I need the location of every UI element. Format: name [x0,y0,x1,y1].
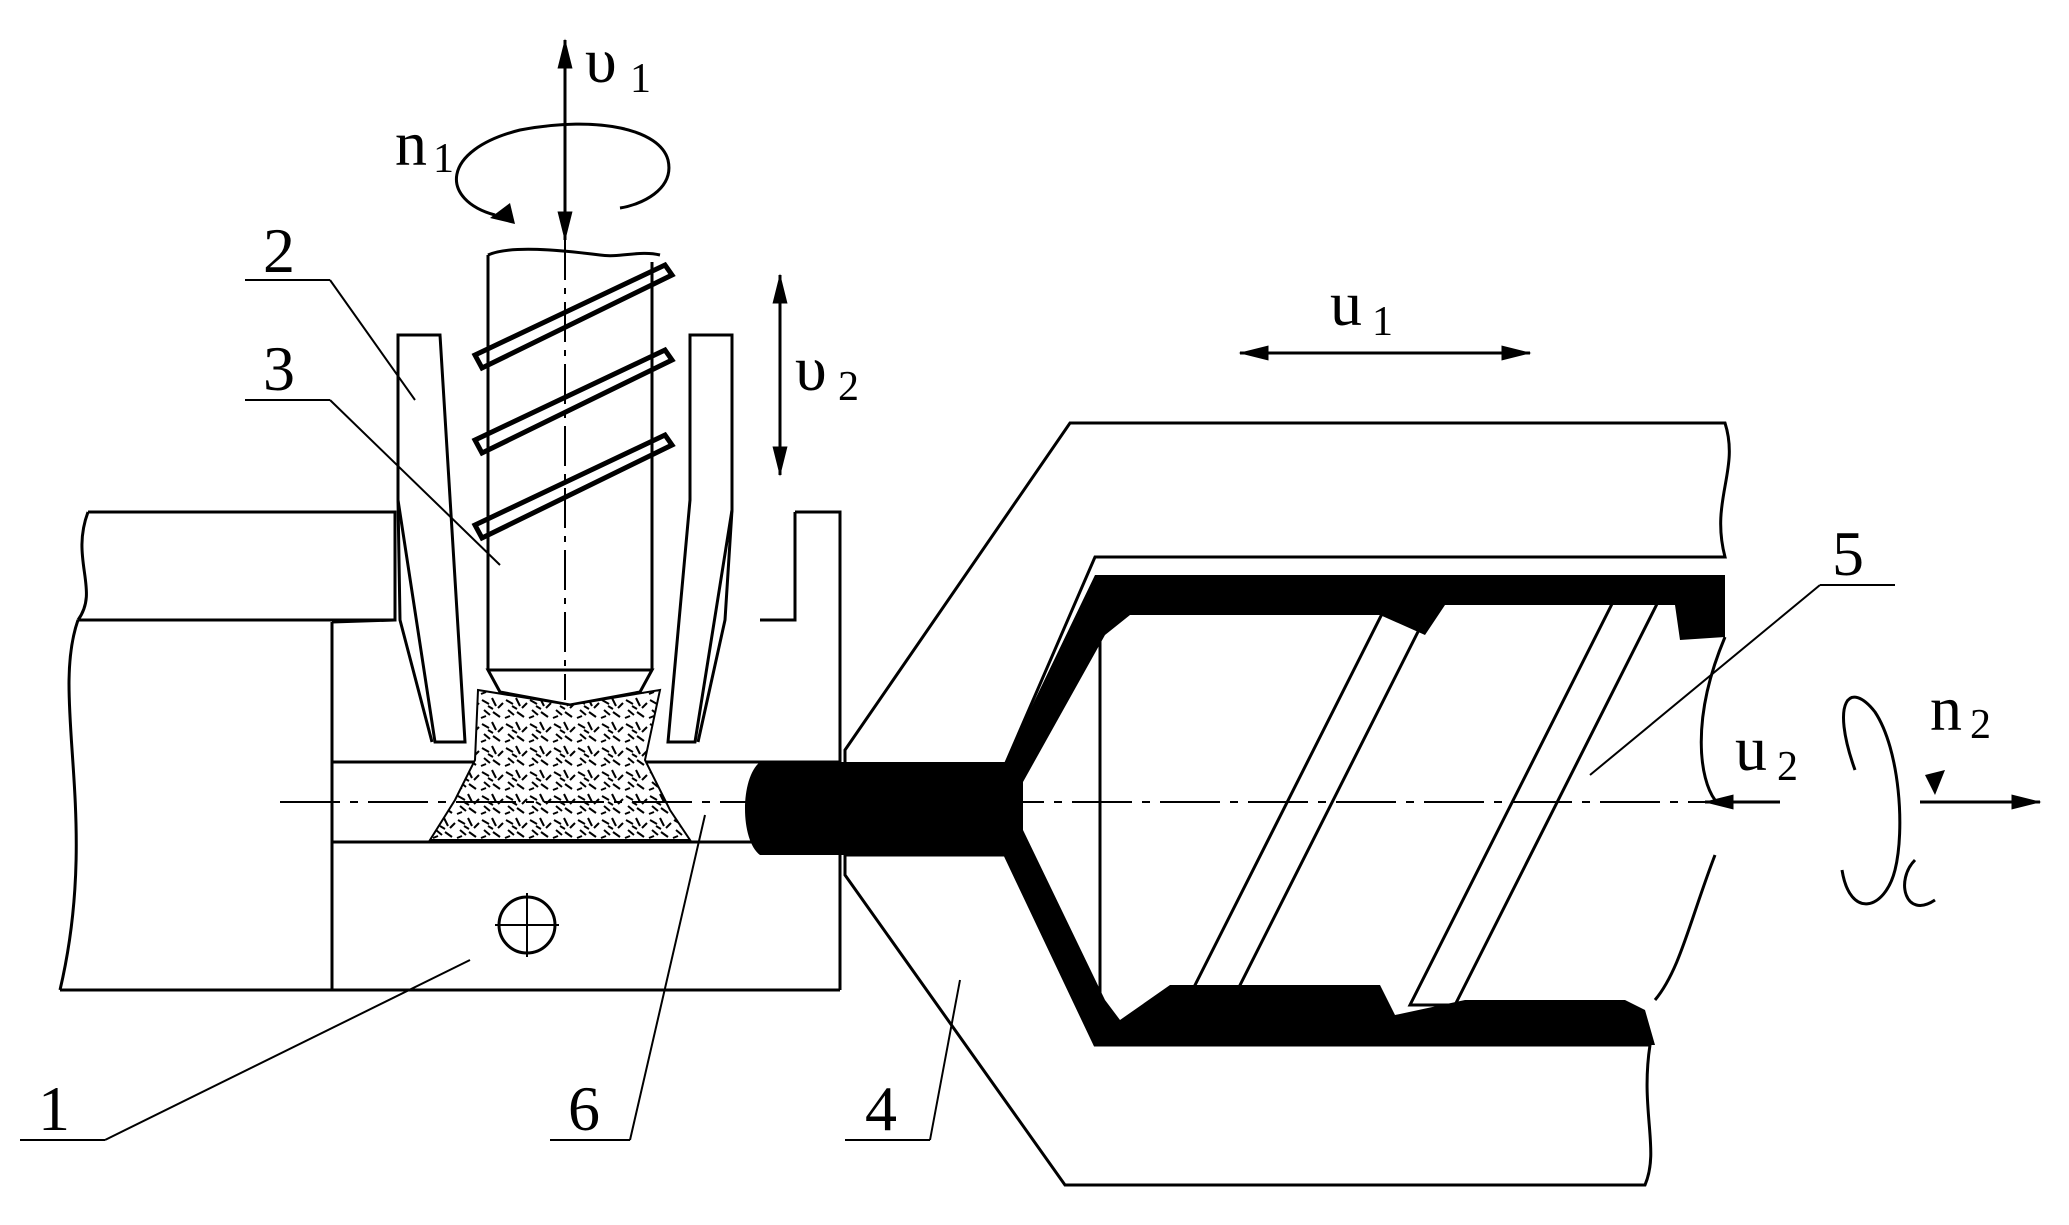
label-1-text: 1 [38,1073,70,1144]
motion-n1: n 1 [395,108,671,224]
n2-subscript: 2 [1970,702,1991,748]
n2-symbol: n [1930,673,1962,744]
motion-n2: n 2 [1840,673,2042,907]
u1-symbol: u [1330,268,1362,339]
label-2-text: 2 [263,215,295,286]
v2-symbol: υ [795,333,827,404]
label-4: 4 [845,979,961,1144]
n1-symbol: n [395,108,427,179]
motion-u2: u 2 [1703,713,1798,810]
label-4-text: 4 [865,1073,897,1144]
v2-subscript: 2 [838,364,859,410]
feed-material [428,688,692,841]
feed-screw [471,247,676,707]
injection-screw [1182,596,1727,1007]
label-6-text: 6 [568,1073,600,1144]
label-5: 5 [1589,518,1895,776]
barrel [745,421,1731,1187]
u2-subscript: 2 [1777,744,1798,790]
v1-subscript: 1 [630,56,651,102]
label-5-text: 5 [1832,518,1864,589]
label-2: 2 [245,215,416,401]
mold-base [58,510,842,992]
label-3-text: 3 [263,333,295,404]
motion-v1: υ 1 [557,25,651,242]
n1-subscript: 1 [433,136,454,182]
label-6: 6 [550,814,706,1144]
feed-guide [396,333,734,744]
label-1: 1 [20,959,471,1144]
motion-v2: υ 2 [772,273,859,477]
label-3: 3 [245,333,501,566]
u2-symbol: u [1735,713,1767,784]
motion-u1: u 1 [1238,268,1532,361]
u1-subscript: 1 [1372,299,1393,345]
v1-symbol: υ [585,25,617,96]
